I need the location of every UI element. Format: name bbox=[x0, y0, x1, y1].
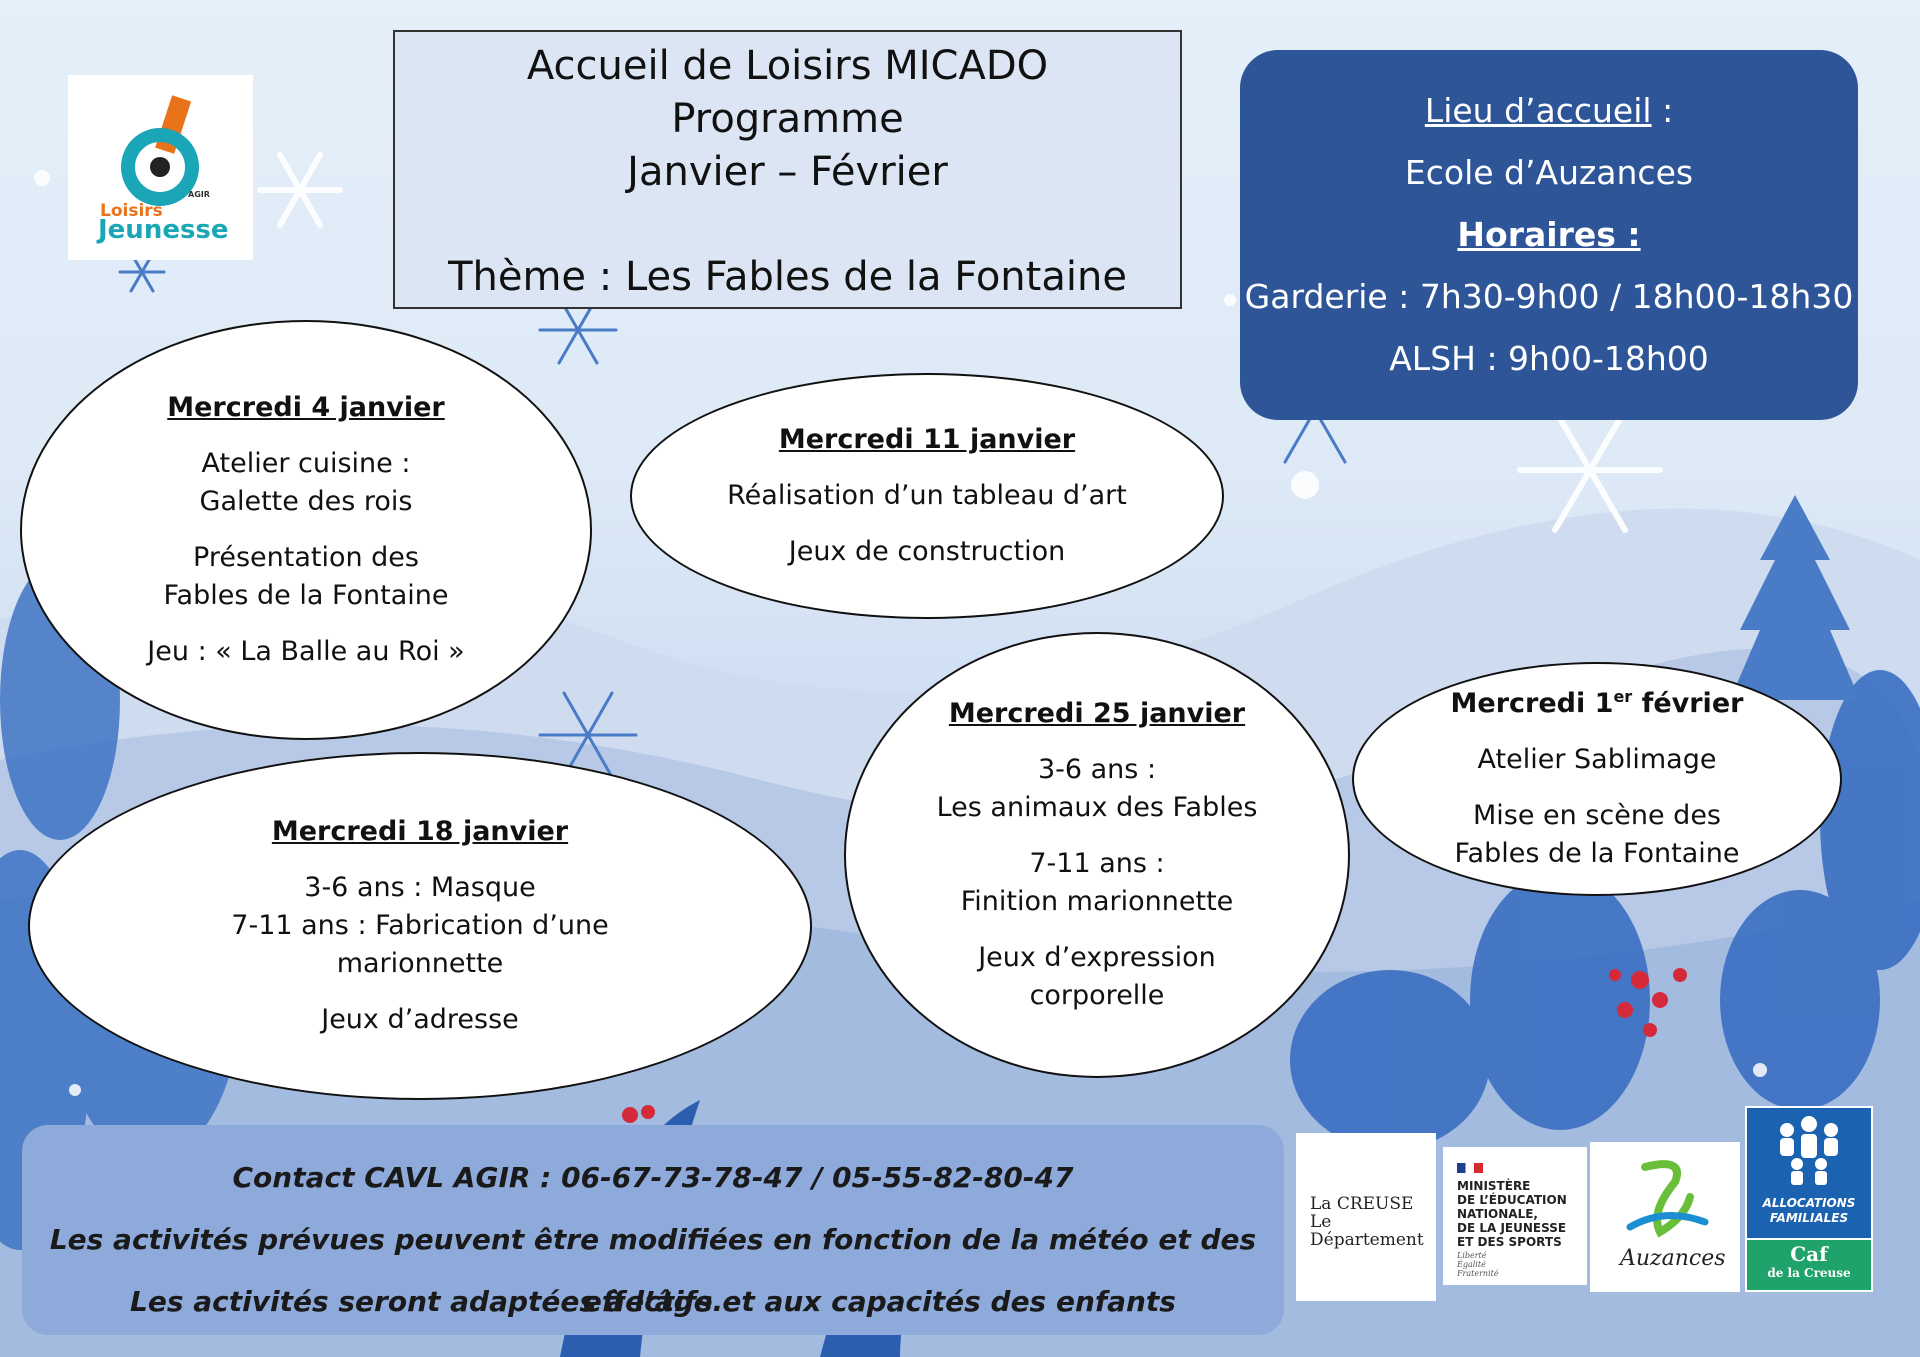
activity-line: Atelier cuisine : bbox=[201, 448, 411, 479]
activity-line: 7-11 ans : Fabrication d’une bbox=[231, 910, 609, 941]
day-title: Mercredi 4 janvier bbox=[167, 392, 445, 423]
caf-line1: ALLOCATIONS bbox=[1762, 1196, 1856, 1210]
day-title: Mercredi 11 janvier bbox=[778, 424, 1076, 455]
activity-line: Mise en scène des bbox=[1472, 800, 1721, 831]
lieu-label: Lieu d’accueil bbox=[1424, 91, 1652, 130]
contact-note-2: Les activités seront adaptées à l’âge et… bbox=[130, 1285, 1176, 1318]
theme-line: Thème : Les Fables de la Fontaine bbox=[448, 254, 1127, 300]
devise-line: Égalité bbox=[1457, 1260, 1486, 1269]
activity-line: Fables de la Fontaine bbox=[1454, 838, 1740, 869]
alsh-hours: ALSH : 9h00-18h00 bbox=[1389, 339, 1709, 378]
lieu-value: Ecole d’Auzances bbox=[1404, 153, 1694, 192]
activity-line: Fables de la Fontaine bbox=[163, 580, 449, 611]
ministere-line: ET DES SPORTS bbox=[1457, 1235, 1562, 1249]
agir-logo-line1: Loisirs bbox=[100, 201, 163, 221]
activity-line: Jeux d’adresse bbox=[321, 1004, 519, 1035]
day-title: Mercredi 25 janvier bbox=[948, 698, 1246, 729]
activity-line: 3-6 ans : Masque bbox=[304, 872, 536, 903]
title-line-3: Janvier – Février bbox=[627, 149, 948, 195]
caf-line3: Caf bbox=[1790, 1242, 1828, 1266]
caf-line4: de la Creuse bbox=[1767, 1266, 1851, 1280]
ministere-line: MINISTÈRE bbox=[1457, 1179, 1531, 1193]
creuse-logo-line1: La CREUSE bbox=[1310, 1194, 1414, 1214]
contact-box: Contact CAVL AGIR : 06-67-73-78-47 / 05-… bbox=[22, 1125, 1284, 1335]
ministere-line: NATIONALE, bbox=[1457, 1207, 1538, 1221]
garderie-hours: Garderie : 7h30-9h00 / 18h00-18h30 bbox=[1244, 277, 1854, 316]
auzances-logo-text: Auzances bbox=[1620, 1246, 1726, 1271]
activity-line: Les animaux des Fables bbox=[936, 792, 1258, 823]
auzances-logo-mark bbox=[1626, 1160, 1709, 1238]
horaires-label: Horaires : bbox=[1457, 215, 1641, 254]
activity-line: Atelier Sablimage bbox=[1477, 744, 1717, 775]
ministere-logo: MINISTÈRE DE L’ÉDUCATION NATIONALE, DE L… bbox=[1443, 1147, 1587, 1285]
activity-line: Réalisation d’un tableau d’art bbox=[727, 480, 1127, 511]
title-line-2: Programme bbox=[671, 96, 904, 142]
devise-line: Fraternité bbox=[1457, 1269, 1499, 1278]
lieu-colon: : bbox=[1651, 91, 1674, 130]
day-card-jan25: Mercredi 25 janvier 3-6 ans : Les animau… bbox=[844, 632, 1350, 1078]
day-card-jan18: Mercredi 18 janvier 3-6 ans : Masque 7-1… bbox=[28, 752, 812, 1100]
activity-line: marionnette bbox=[336, 948, 504, 979]
agir-logo: AGIR Loisirs Jeunesse bbox=[68, 75, 253, 260]
day-title: Mercredi 18 janvier bbox=[271, 816, 569, 847]
agir-logo-line2: Jeunesse bbox=[98, 215, 229, 245]
title-box: Accueil de Loisirs MICADO Programme Janv… bbox=[393, 30, 1182, 309]
ministere-line: DE LA JEUNESSE bbox=[1457, 1221, 1567, 1235]
contact-note-1: Les activités prévues peuvent être modif… bbox=[49, 1223, 1257, 1318]
contact-phones: Contact CAVL AGIR : 06-67-73-78-47 / 05-… bbox=[232, 1161, 1074, 1194]
agir-logo-small-text: AGIR bbox=[188, 190, 210, 199]
activity-line: Présentation des bbox=[193, 542, 419, 573]
activity-line: Galette des rois bbox=[199, 486, 413, 517]
activity-line: 3-6 ans : bbox=[1037, 754, 1157, 785]
day-title: Mercredi 1er février bbox=[1450, 687, 1744, 719]
title-line-1: Accueil de Loisirs MICADO bbox=[526, 43, 1049, 89]
lieu-row: Lieu d’accueil : bbox=[1240, 80, 1858, 142]
auzances-logo: Auzances bbox=[1590, 1142, 1740, 1292]
activity-line: 7-11 ans : bbox=[1029, 848, 1165, 879]
french-flag-icon bbox=[1457, 1163, 1483, 1173]
activity-line: Jeux de construction bbox=[788, 536, 1066, 567]
creuse-logo-line2: Le Département bbox=[1310, 1212, 1424, 1250]
caf-family-icon bbox=[1780, 1116, 1838, 1185]
activity-line: corporelle bbox=[1029, 980, 1165, 1011]
caf-line2: FAMILIALES bbox=[1769, 1211, 1849, 1225]
activity-line: Jeu : « La Balle au Roi » bbox=[147, 636, 465, 667]
info-box: Lieu d’accueil : Ecole d’Auzances Horair… bbox=[1240, 50, 1858, 420]
devise-line: Liberté bbox=[1457, 1251, 1487, 1260]
day-card-jan11: Mercredi 11 janvier Réalisation d’un tab… bbox=[630, 373, 1224, 619]
day-card-jan4: Mercredi 4 janvier Atelier cuisine : Gal… bbox=[20, 320, 592, 740]
activity-line: Finition marionnette bbox=[960, 886, 1234, 917]
agir-logo-mark bbox=[121, 95, 199, 206]
activity-line: Jeux d’expression bbox=[978, 942, 1216, 973]
day-card-feb1: Mercredi 1er février Atelier Sablimage M… bbox=[1352, 662, 1842, 896]
ministere-line: DE L’ÉDUCATION bbox=[1457, 1193, 1567, 1207]
